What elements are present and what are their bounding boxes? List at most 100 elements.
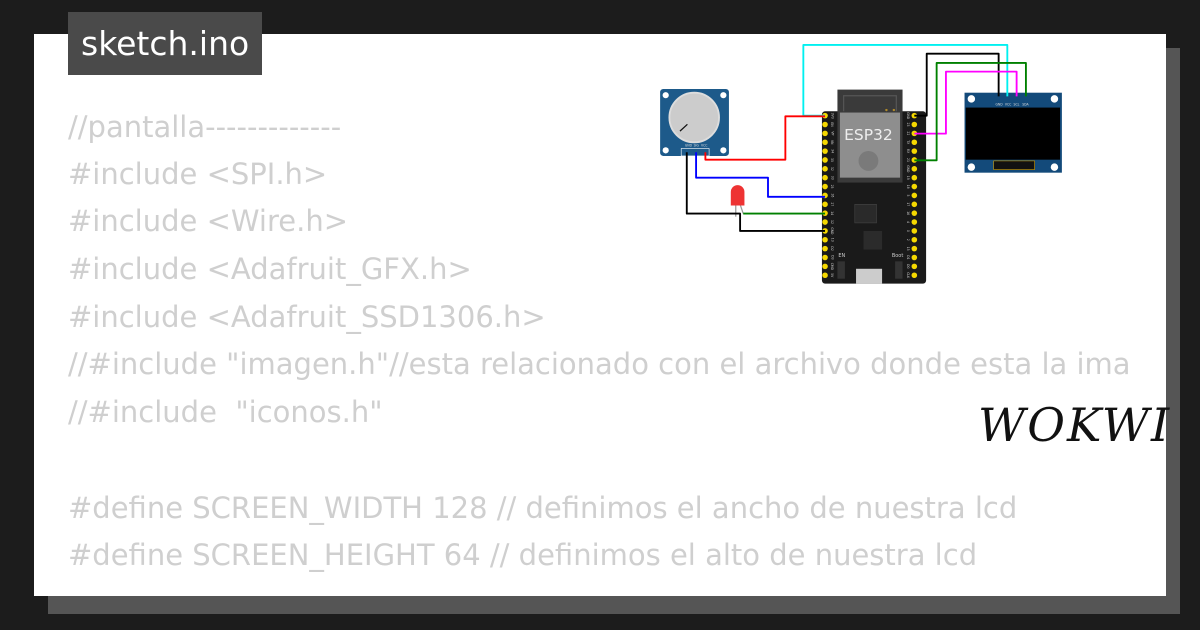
esp32-pin-label: 5V [830,273,834,278]
esp32-pin-label: 33 [830,176,834,180]
esp32-pin-label: 19 [906,176,910,180]
esp32-pin[interactable] [822,139,828,146]
esp32-pin[interactable] [822,219,828,225]
esp32-pin-label: D1 [906,255,910,259]
esp32-pin-label: 26 [830,193,834,197]
esp32-pin-label: RX [906,149,910,154]
esp32-pin[interactable] [911,219,918,225]
esp32-pin-label: 18 [906,185,910,189]
esp32-pin[interactable] [822,183,828,190]
wire[interactable] [914,52,1000,117]
esp32-pin-label: 4 [906,221,910,223]
esp32-pin[interactable] [822,254,828,261]
esp32-pin-label: 0 [906,230,910,232]
esp32-pin[interactable] [911,254,918,261]
esp32-pin[interactable] [911,201,918,208]
pot-knob[interactable] [668,91,720,144]
esp32-pin-label: EN [830,122,834,127]
en-label: EN [838,253,845,259]
en-button[interactable] [837,261,845,279]
esp32-pin[interactable] [911,263,918,270]
esp32-pin-label: 3V3 [830,113,834,119]
esp32-pin-label: 27 [830,202,834,206]
esp32-pin[interactable] [822,263,828,270]
oled-pin-scl-label: SCL [1014,103,1020,107]
code-line: #include <SPI.h> [68,157,328,191]
esp32-pin[interactable] [911,166,918,172]
oled-pin-gnd-label: GND [996,103,1004,107]
pot-pin-sig-label: SIG [694,144,700,148]
esp32-pin-label: 35 [830,158,834,162]
code-line: //#include "imagen.h"//esta relacionado … [68,347,1132,381]
esp32-pin[interactable] [822,245,828,252]
esp32-pin[interactable] [911,148,918,154]
wire[interactable] [695,152,826,198]
code-line: #include <Adafruit_SSD1306.h> [68,300,546,334]
esp32-pin-label: 12 [830,220,834,224]
sketch-filename: sketch.ino [68,12,263,75]
esp32-pin-label: 34 [830,149,834,153]
boot-label: Boot [892,253,903,259]
code-line: #include <Adafruit_GFX.h> [68,252,472,286]
esp32-pin[interactable] [822,210,828,216]
esp32-pin[interactable] [822,166,828,172]
esp32-pin-label: 25 [830,185,834,189]
esp32-pin[interactable] [911,183,918,190]
esp32-pin-label: 5 [906,194,910,196]
esp32-pin-label: CLK [906,272,910,279]
esp32-pin[interactable] [911,272,918,279]
code-line: #define SCREEN_HEIGHT 64 // definimos el… [68,538,978,572]
esp32-pin[interactable] [822,121,828,128]
esp32-pin-label: 16 [906,211,910,215]
esp32-pin-label: GND [906,112,910,120]
esp32-pin-label: 23 [906,123,910,127]
esp32-pin-label: 13 [830,238,834,242]
esp32-pin-label: 15 [906,247,910,251]
esp32-pin[interactable] [911,210,918,216]
esp32-pin-label: VN [830,140,834,145]
esp32-pin[interactable] [822,236,828,243]
esp32-label: ESP32 [844,126,893,144]
wire[interactable] [704,115,826,161]
esp32-pin-label: CMD [830,263,834,271]
esp32-pin-label: VP [830,131,834,135]
code-line: #define SCREEN_WIDTH 128 // definimos el… [68,491,1018,525]
esp32-pin[interactable] [911,228,918,234]
esp32-pin-label: 22 [906,131,910,135]
wires [685,44,1027,232]
esp32-pin[interactable] [822,157,828,163]
code-line: //pantalla------------- [68,110,342,144]
wire[interactable] [914,62,1027,162]
usb-port [856,268,883,284]
esp32-pin[interactable] [911,139,918,146]
esp32-pin[interactable] [822,130,828,137]
potentiometer[interactable]: GND SIG VCC [660,88,729,157]
esp32-pin[interactable] [822,174,828,181]
red-led[interactable] [730,185,745,217]
esp32-pin[interactable] [911,245,918,252]
pot-pin-vcc-label: VCC [701,144,707,148]
esp32-pin[interactable] [911,121,918,128]
esp32-pin-label: 2 [906,239,910,241]
esp32-pin[interactable] [911,192,918,199]
wire[interactable] [914,70,1018,135]
esp32-pin[interactable] [822,148,828,154]
wokwi-logo: WOKWI [978,398,1172,452]
oled-display[interactable]: GND VCC SCL SDA [964,92,1062,173]
esp32-pin[interactable] [911,236,918,243]
esp32-pin-label: TX [906,139,910,145]
esp32-pin[interactable] [822,201,828,208]
esp32-pin[interactable] [822,228,828,234]
esp32-pin-label: 17 [906,202,910,206]
esp32-pin[interactable] [822,272,828,279]
esp32-pin-label: GND [906,165,910,173]
code-line: #include <Wire.h> [68,204,349,238]
espressif-logo-icon [858,150,879,171]
esp32-pin[interactable] [911,174,918,181]
wire[interactable] [685,152,826,232]
esp32-pin-label: 14 [830,211,834,215]
boot-button[interactable] [895,261,903,279]
esp32-board[interactable]: ESP32 EN Boot 3V3ENVPVN34353233252627141… [821,89,927,284]
esp32-pin-label: 32 [830,167,834,171]
oled-pin-sda-label: SDA [1022,103,1029,107]
